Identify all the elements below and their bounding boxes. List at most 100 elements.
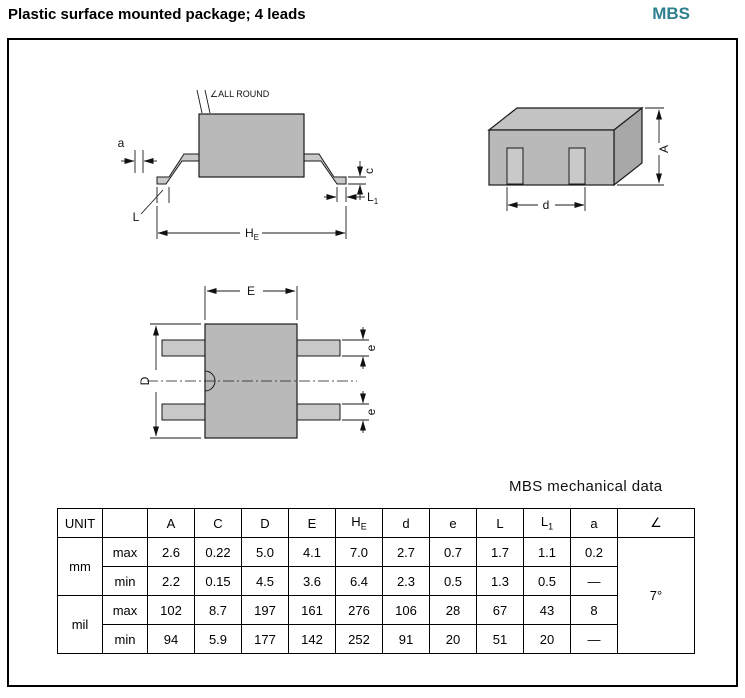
dim-label-L: L [133, 210, 140, 224]
bound-cell: min [102, 624, 148, 654]
table-row-mm-max: mm max 2.6 0.22 5.0 4.1 7.0 2.7 0.7 1.7 … [57, 537, 695, 654]
top-view-lead-right-top [295, 339, 341, 357]
value-cell: 177 [241, 624, 289, 654]
value-cell: 6.4 [335, 566, 383, 596]
front-lead-left [506, 147, 524, 185]
value-cell: 91 [382, 624, 430, 654]
value-cell: 43 [523, 595, 571, 625]
angle-value-cell: 7° [617, 537, 695, 654]
bound-cell: min [102, 566, 148, 596]
value-cell: 8.7 [194, 595, 242, 625]
top-view-lead-left-bottom [161, 403, 207, 421]
side-view-dimensions: ∠ALL ROUND a c [118, 89, 379, 242]
value-cell: — [570, 624, 618, 654]
table-header-row: UNIT A C D E HE d e L L1 a ∠ [57, 508, 695, 538]
value-cell: 102 [147, 595, 195, 625]
dim-label-d: d [543, 198, 550, 212]
left-gullwing-lead [156, 153, 200, 185]
mechanical-data-heading: MBS mechanical data [509, 478, 663, 495]
value-cell: 28 [429, 595, 477, 625]
brand-mark: MBS [652, 4, 690, 23]
mechanical-data-table: UNIT A C D E HE d e L L1 a ∠ mm [57, 508, 695, 654]
col-header-angle: ∠ [617, 508, 695, 538]
dim-label-e-bottom: e [364, 408, 378, 415]
col-header-L1: L1 [523, 508, 571, 538]
leader-line [196, 89, 203, 114]
top-view: E D e [138, 284, 378, 439]
value-cell: 0.5 [523, 566, 571, 596]
unit-cell: mil [57, 595, 103, 654]
bound-cell: max [102, 595, 148, 625]
table-row-mm-min: min 2.2 0.15 4.5 3.6 6.4 2.3 0.5 1.3 0.5… [58, 566, 695, 596]
all-round-label: ∠ALL ROUND [210, 89, 270, 99]
col-header-A: A [147, 508, 195, 538]
col-header-C: C [194, 508, 242, 538]
value-cell: 1.1 [523, 537, 571, 567]
value-cell: 1.3 [476, 566, 524, 596]
col-header-L: L [476, 508, 524, 538]
col-header-HE-base: H [351, 514, 361, 530]
value-cell: 197 [241, 595, 289, 625]
value-cell: 142 [288, 624, 336, 654]
col-header-L1-base: L [540, 514, 549, 530]
package-body-side [198, 113, 305, 178]
value-cell: 0.2 [570, 537, 618, 567]
package-drawing-canvas: ∠ALL ROUND a c [118, 89, 671, 439]
value-cell: 5.0 [241, 537, 289, 567]
front-lead-right [568, 147, 586, 185]
value-cell: 67 [476, 595, 524, 625]
leader-line [204, 89, 211, 114]
unit-cell: mm [57, 537, 103, 596]
table-row-mil-max: mil max 102 8.7 197 161 276 106 28 67 43… [57, 595, 695, 654]
value-cell: 0.7 [429, 537, 477, 567]
value-cell: 20 [523, 624, 571, 654]
value-cell: 2.7 [382, 537, 430, 567]
top-view-lead-left-top [161, 339, 207, 357]
col-header-L1-sub: 1 [548, 521, 554, 532]
dim-label-L1: L1 [367, 190, 379, 206]
top-view-lead-right-bottom [295, 403, 341, 421]
value-cell: 4.5 [241, 566, 289, 596]
value-cell: 20 [429, 624, 477, 654]
col-header-HE-sub: E [360, 521, 367, 532]
value-cell: 0.15 [194, 566, 242, 596]
col-header-e: e [429, 508, 477, 538]
value-cell: — [570, 566, 618, 596]
top-view-dimensions: E D e [138, 284, 378, 439]
dim-label-c: c [362, 168, 376, 174]
page-title: Plastic surface mounted package; 4 leads [8, 6, 306, 23]
value-cell: 8 [570, 595, 618, 625]
dim-label-a: a [118, 136, 125, 150]
value-cell: 2.3 [382, 566, 430, 596]
side-view: ∠ALL ROUND a c [118, 89, 379, 242]
perspective-view: A d [487, 106, 671, 212]
col-header-HE: HE [335, 508, 383, 538]
col-header-d: d [382, 508, 430, 538]
value-cell: 5.9 [194, 624, 242, 654]
col-header-E: E [288, 508, 336, 538]
value-cell: 276 [335, 595, 383, 625]
dim-label-D: D [138, 376, 152, 385]
value-cell: 94 [147, 624, 195, 654]
value-cell: 7.0 [335, 537, 383, 567]
dim-label-E: E [247, 284, 255, 298]
value-cell: 2.6 [147, 537, 195, 567]
col-header-D: D [241, 508, 289, 538]
value-cell: 0.5 [429, 566, 477, 596]
table-row-mil-min: min 94 5.9 177 142 252 91 20 51 20 — [58, 624, 695, 654]
value-cell: 4.1 [288, 537, 336, 567]
dim-label-HE: HE [245, 226, 259, 242]
value-cell: 252 [335, 624, 383, 654]
value-cell: 0.22 [194, 537, 242, 567]
leader-line [140, 189, 164, 215]
value-cell: 51 [476, 624, 524, 654]
value-cell: 3.6 [288, 566, 336, 596]
col-header-a: a [570, 508, 618, 538]
right-gullwing-lead [303, 153, 347, 185]
value-cell: 2.2 [147, 566, 195, 596]
dim-label-e-top: e [364, 344, 378, 351]
value-cell: 1.7 [476, 537, 524, 567]
col-header-unit: UNIT [57, 508, 103, 538]
col-header-bound [102, 508, 148, 538]
